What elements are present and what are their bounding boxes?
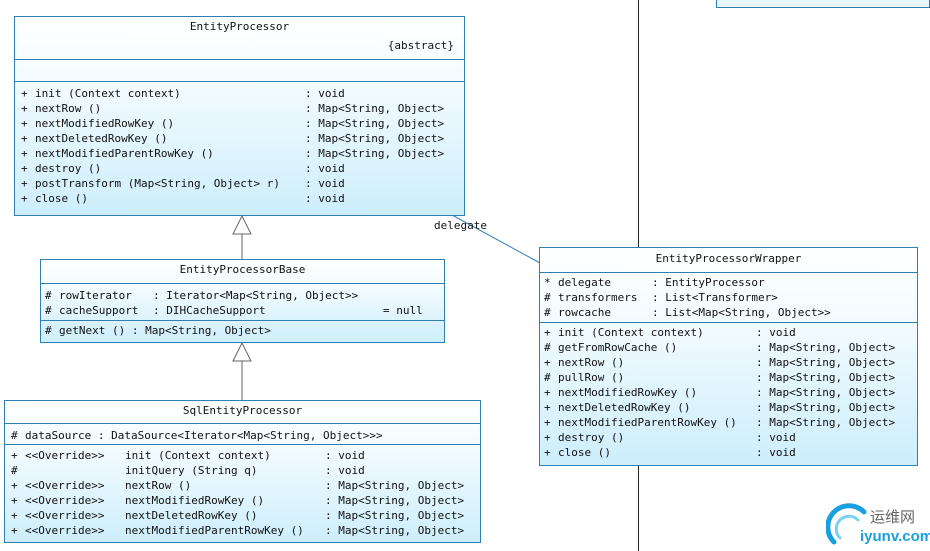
operation-row: +destroy (): void — [21, 162, 345, 175]
attribute-row: #transformers: List<Transformer> — [544, 291, 778, 304]
generalization-arrow-sql — [232, 341, 252, 362]
operation-row: #initQuery (String q): void — [11, 464, 365, 477]
operation-row: +nextRow (): Map<String, Object> — [544, 356, 896, 369]
operations-section: #getNext () : Map<String, Object> — [41, 321, 444, 338]
operations-section: +init (Context context): void #getFromRo… — [540, 323, 917, 460]
operation-row: #pullRow (): Map<String, Object> — [544, 371, 896, 384]
class-sql-entity-processor[interactable]: SqlEntityProcessor #dataSource : DataSou… — [4, 400, 481, 543]
class-stereotype: {abstract} — [387, 39, 454, 52]
watermark: 运维网 iyunv.com — [826, 500, 930, 548]
operation-row: +<<Override>>nextModifiedRowKey (): Map<… — [11, 494, 465, 507]
operations-section: +<<Override>>init (Context context): voi… — [5, 445, 480, 538]
operation-row: +nextModifiedParentRowKey (): Map<String… — [544, 416, 896, 429]
attribute-row: #dataSource : DataSource<Iterator<Map<St… — [11, 429, 383, 442]
operation-row: +close (): void — [544, 446, 796, 459]
operation-row: +<<Override>>nextModifiedParentRowKey ()… — [11, 524, 465, 537]
operation-row: +init (Context context): void — [544, 326, 796, 339]
operation-row: +<<Override>>init (Context context): voi… — [11, 449, 365, 462]
operation-row: +<<Override>>nextDeletedRowKey (): Map<S… — [11, 509, 465, 522]
class-name: EntityProcessorBase — [179, 263, 306, 276]
operation-row: #getNext () : Map<String, Object> — [45, 324, 271, 337]
class-name: EntityProcessor — [189, 20, 290, 33]
class-header: EntityProcessor {abstract} — [15, 17, 464, 60]
class-header: EntityProcessorBase — [41, 260, 444, 284]
operation-row: +destroy (): void — [544, 431, 796, 444]
operation-row: +nextModifiedParentRowKey (): Map<String… — [21, 147, 445, 160]
class-name: EntityProcessorWrapper — [655, 252, 802, 265]
operation-row: +nextRow (): Map<String, Object> — [21, 102, 445, 115]
watermark-logo-icon — [826, 503, 867, 545]
class-entity-processor[interactable]: EntityProcessor {abstract} +init (Contex… — [14, 16, 465, 216]
operation-row: +<<Override>>nextRow (): Map<String, Obj… — [11, 479, 465, 492]
operation-row: +nextDeletedRowKey (): Map<String, Objec… — [544, 401, 896, 414]
generalization-arrow-base — [232, 214, 252, 235]
attribute-row: *delegate: EntityProcessor — [544, 276, 765, 289]
operation-row: +init (Context context): void — [21, 87, 345, 100]
operation-row: +postTransform (Map<String, Object> r): … — [21, 177, 345, 190]
operation-row: +close (): void — [21, 192, 345, 205]
operation-row: +nextDeletedRowKey (): Map<String, Objec… — [21, 132, 445, 145]
class-entity-processor-base[interactable]: EntityProcessorBase #rowIterator: Iterat… — [40, 259, 445, 343]
attributes-section: #dataSource : DataSource<Iterator<Map<St… — [5, 424, 480, 445]
class-entity-processor-wrapper[interactable]: EntityProcessorWrapper *delegate: Entity… — [539, 247, 918, 466]
attributes-section — [15, 60, 464, 82]
class-name: SqlEntityProcessor — [182, 404, 303, 417]
operation-row: +nextModifiedRowKey (): Map<String, Obje… — [21, 117, 445, 130]
attributes-section: #rowIterator: Iterator<Map<String, Objec… — [41, 284, 444, 321]
operations-section: +init (Context context): void +nextRow (… — [15, 82, 464, 206]
class-header: SqlEntityProcessor — [5, 401, 480, 424]
attributes-section: *delegate: EntityProcessor #transformers… — [540, 273, 917, 323]
partial-class-box — [716, 0, 930, 8]
watermark-cn: 运维网 — [870, 509, 916, 526]
watermark-url: iyunv.com — [860, 528, 930, 545]
association-line — [451, 214, 541, 264]
attribute-row: #rowIterator: Iterator<Map<String, Objec… — [45, 289, 359, 302]
association-label: delegate — [434, 219, 487, 232]
attribute-row: #cacheSupport: DIHCacheSupport= null — [45, 304, 423, 317]
operation-row: +nextModifiedRowKey (): Map<String, Obje… — [544, 386, 896, 399]
operation-row: #getFromRowCache (): Map<String, Object> — [544, 341, 896, 354]
attribute-row: #rowcache: List<Map<String, Object>> — [544, 306, 831, 319]
class-header: EntityProcessorWrapper — [540, 248, 917, 273]
